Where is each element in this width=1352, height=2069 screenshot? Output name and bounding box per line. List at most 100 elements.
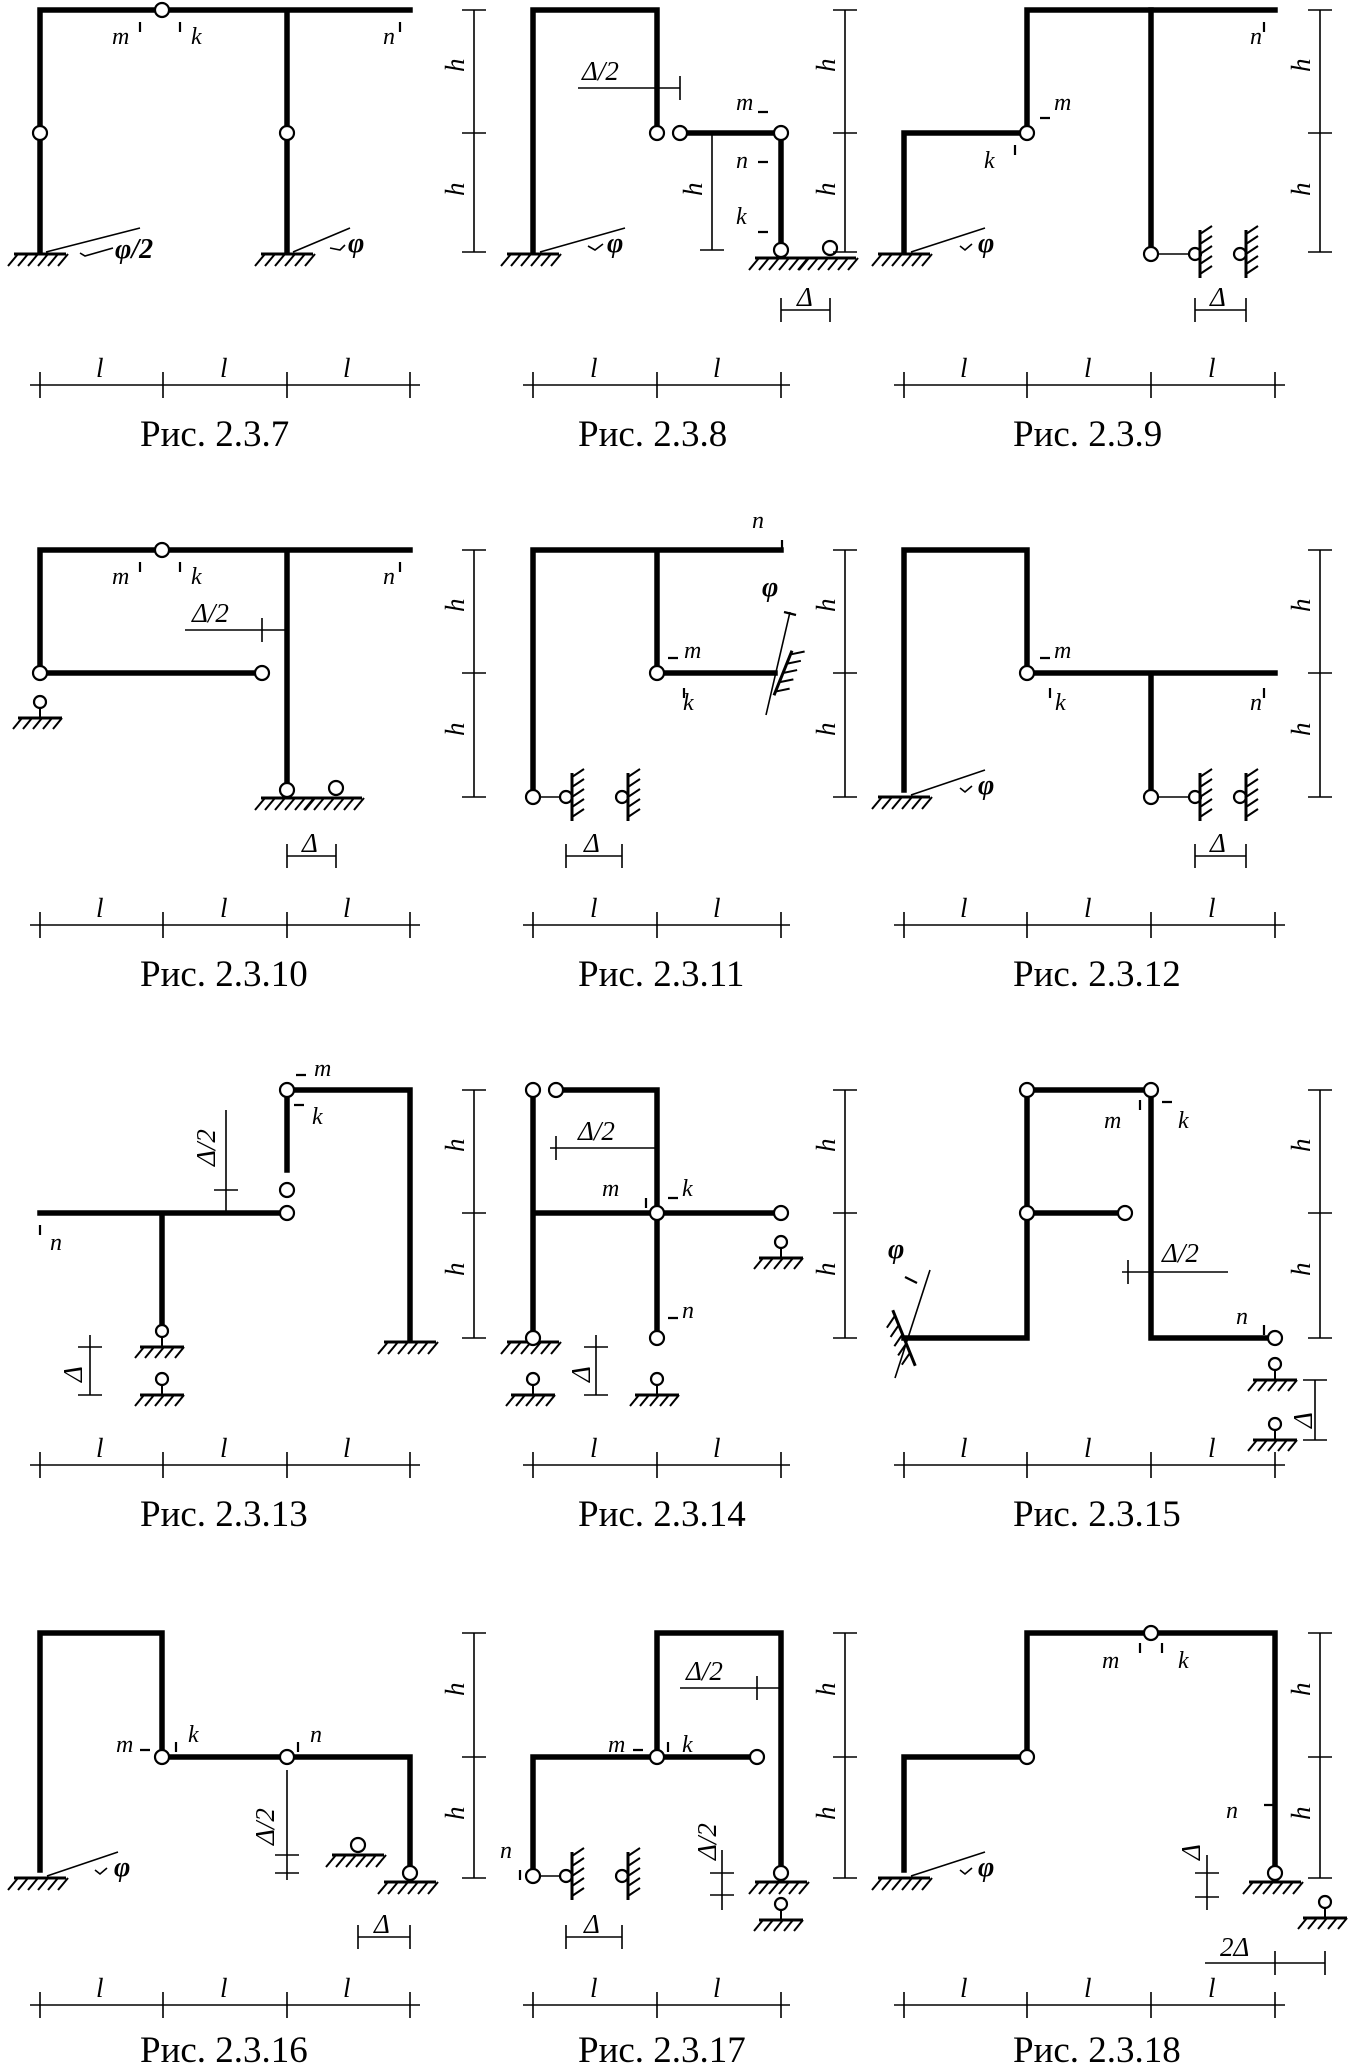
rotation-line — [46, 1851, 119, 1877]
dim-h-upper: h — [1286, 599, 1316, 613]
frame-bars — [530, 547, 784, 793]
section-marks — [758, 110, 768, 234]
delta-dimension — [357, 1925, 411, 1949]
section-marks — [518, 1742, 670, 1880]
dim-l-2: l — [220, 353, 228, 383]
phi-half-label: φ/2 — [115, 234, 153, 265]
height-dimension — [462, 549, 486, 798]
pin-support — [133, 1323, 186, 1360]
dim-h-lower: h — [440, 1263, 470, 1277]
fixed-support — [870, 795, 934, 811]
top-hinge — [153, 1, 171, 19]
span-dimension — [30, 1992, 420, 2018]
pin-support-middle — [628, 1371, 681, 1408]
left-column-hinge — [31, 124, 49, 142]
dim-l-2: l — [220, 1973, 228, 2003]
label-m: m — [1104, 1108, 1121, 1134]
dim-l-1: l — [590, 1433, 598, 1463]
inner-left-hinge — [1018, 1204, 1036, 1222]
dim-l-2: l — [220, 893, 228, 923]
section-marks — [38, 1073, 306, 1235]
wall-support — [1198, 224, 1214, 280]
rotation-tick — [783, 610, 797, 617]
figure-caption: Рис. 2.3.11 — [578, 954, 744, 995]
frame-bars — [530, 1630, 784, 1873]
delta-dimension — [1303, 1379, 1327, 1441]
inner-hinge — [648, 664, 666, 682]
delta-label: Δ — [301, 828, 318, 858]
rotation-arc-left — [79, 247, 114, 257]
right-end-hinge — [1266, 1329, 1284, 1347]
right-base-hinge — [772, 1864, 790, 1882]
left-top-hinge — [524, 1081, 542, 1099]
delta-half-leader-lower — [710, 1850, 734, 1910]
delta-label: Δ — [796, 282, 813, 312]
dim-l-1: l — [960, 893, 968, 923]
figure-caption: Рис. 2.3.16 — [140, 2030, 308, 2069]
dim-h-lower: h — [1286, 1807, 1316, 1821]
delta-label: Δ — [583, 828, 600, 858]
column-base-hinge — [278, 781, 296, 799]
shifted-hinge — [1232, 246, 1248, 262]
section-marks — [1138, 1643, 1274, 1807]
delta-dimension — [584, 1335, 608, 1396]
dim-h-lower: h — [1286, 723, 1316, 737]
top-right-hinge — [1142, 1081, 1160, 1099]
delta-half-label: Δ/2 — [581, 56, 619, 86]
right-frame — [284, 1087, 413, 1343]
label-k: k — [188, 1722, 199, 1748]
delta-dimension — [780, 298, 831, 322]
ground-right — [1241, 1880, 1305, 1896]
pin-support-left — [11, 694, 64, 731]
dim-h-lower: h — [440, 723, 470, 737]
section-marks — [1138, 1100, 1266, 1335]
figure-2-3-12: φ m k n Δ h h l l l Рис. 2.3.12 — [870, 547, 1332, 995]
section-marks — [140, 1742, 300, 1752]
delta-vertical-dimension — [1195, 1855, 1219, 1910]
fixed-support-left — [499, 252, 563, 268]
top-frame-hinge — [648, 124, 666, 142]
link-hinge — [558, 789, 574, 805]
top-hinge — [153, 541, 171, 559]
label-m: m — [112, 564, 129, 590]
figure-2-3-8: φ Δ/2 h m n k Δ h h l l Рис. 2.3.8 — [499, 7, 860, 455]
beam-start-hinge — [547, 1081, 565, 1099]
dim-l-2: l — [713, 1973, 721, 2003]
figure-caption: Рис. 2.3.12 — [1013, 954, 1181, 995]
rotation-tick — [904, 1276, 918, 1284]
figure-caption: Рис. 2.3.18 — [1013, 2030, 1181, 2069]
section-marks — [138, 22, 402, 32]
height-dimension — [833, 9, 857, 253]
rotated-axis-line — [765, 611, 791, 716]
fixed-support-left — [6, 252, 70, 268]
label-m: m — [736, 90, 753, 116]
dim-l-1: l — [960, 353, 968, 383]
ground-shifted — [796, 256, 860, 272]
beam-end-hinge — [772, 1204, 790, 1222]
pin-support-shifted — [504, 1371, 557, 1408]
frame-bars — [901, 1087, 1273, 1341]
rotation-arc — [587, 243, 604, 251]
top-corner-hinge — [278, 1081, 296, 1099]
label-k: k — [683, 690, 694, 716]
rotated-axis-line — [894, 1269, 931, 1379]
wall-support-shifted — [1244, 224, 1260, 280]
figure-2-3-13: Δ/2 Δ m k n h h l l l Рис. 2.3.13 — [30, 1056, 486, 1535]
delta-half-label: Δ/2 — [250, 1808, 280, 1846]
label-m: m — [602, 1176, 619, 1202]
top-hinge — [1142, 1624, 1160, 1642]
dim-h-upper: h — [1286, 1683, 1316, 1697]
dim-h-inner: h — [678, 183, 708, 197]
corner-hinge — [772, 124, 790, 142]
delta-label: Δ — [58, 1366, 88, 1383]
fixed-support-left — [870, 1876, 934, 1892]
span-dimension — [523, 1992, 790, 2018]
label-n: n — [736, 148, 748, 174]
figure-2-3-9: φ m k n Δ h h l l l Рис. 2.3.9 — [870, 7, 1332, 455]
label-n: n — [682, 1298, 694, 1324]
roller-shifted — [327, 779, 345, 797]
delta-label: Δ — [583, 1909, 600, 1939]
rotation-arc — [959, 1867, 973, 1876]
section-marks — [138, 562, 402, 572]
